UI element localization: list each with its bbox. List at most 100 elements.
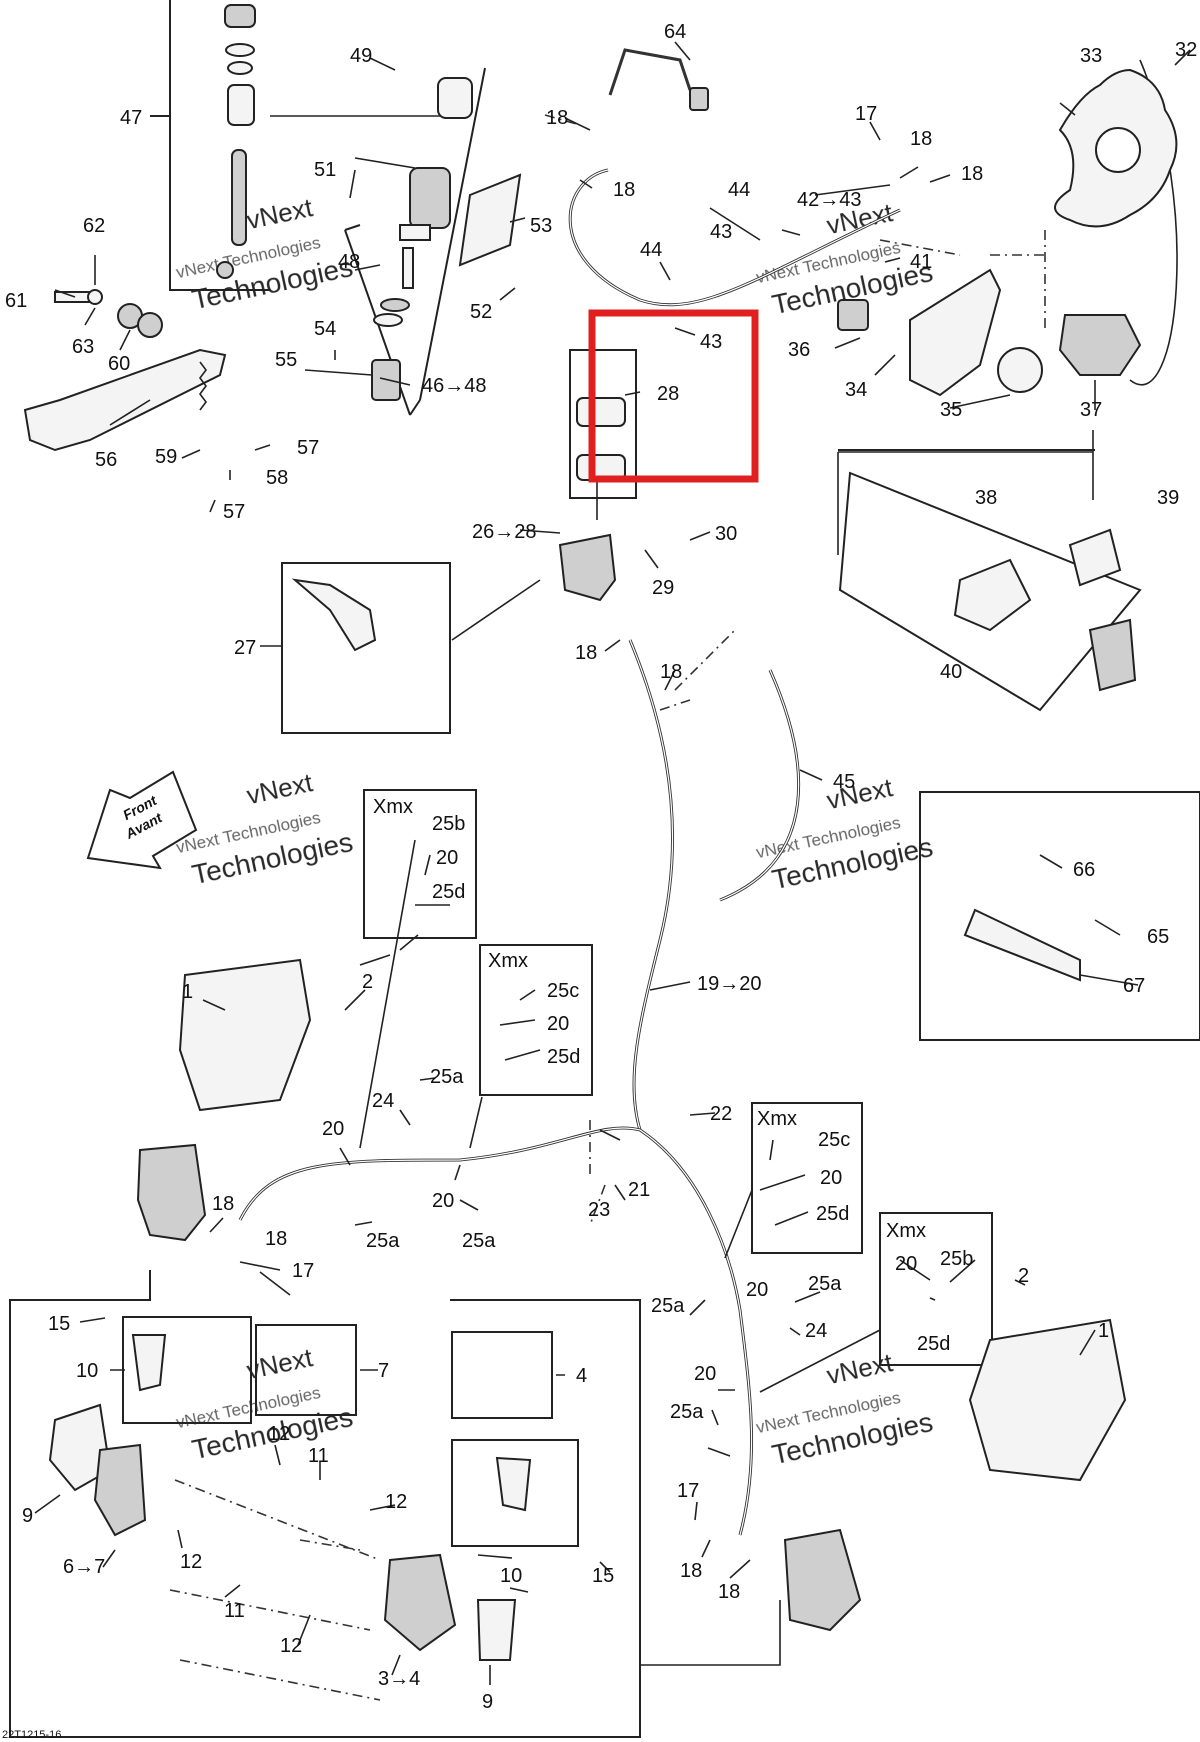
callout-44a: 44: [728, 179, 750, 201]
callout-48: 48: [338, 251, 360, 273]
brake-disc-32: [1054, 68, 1178, 228]
callout-22: 22: [710, 1103, 732, 1125]
callout-18c: 18: [910, 128, 932, 150]
callout-18h: 18: [265, 1228, 287, 1250]
callout-18b: 18: [613, 179, 635, 201]
xmx-box-3: [751, 1102, 863, 1254]
caliper-bracket-40: [953, 558, 1032, 632]
callout-12b: 12: [385, 1491, 407, 1513]
callout-42-43: 42→43: [797, 189, 862, 211]
callout-51: 51: [314, 159, 336, 181]
callout-3-4: 3→4: [378, 1668, 420, 1690]
callout-67: 67: [1123, 975, 1145, 997]
xmx-box-1: [363, 789, 477, 939]
callout-10a: 10: [76, 1360, 98, 1382]
xmx3-25c: 25c: [818, 1129, 850, 1151]
callout-59: 59: [155, 446, 177, 468]
front-master-cylinder-26: [558, 533, 617, 602]
pin-box-4: [451, 1331, 553, 1419]
callout-20b: 20: [432, 1190, 454, 1212]
callout-46-48: 46→48: [422, 375, 487, 397]
callout-32: 32: [1175, 39, 1197, 61]
brake-pedal-56: [23, 348, 227, 452]
callout-21: 21: [628, 1179, 650, 1201]
callout-55: 55: [275, 349, 297, 371]
callout-20a: 20: [322, 1118, 344, 1140]
callout-18a: 18: [546, 107, 568, 129]
callout-18i: 18: [680, 1560, 702, 1582]
xmx4-20: 20: [895, 1253, 917, 1275]
rail-67: [963, 908, 1081, 982]
watermark-line1: vNext: [244, 767, 316, 810]
front-arrow-icon: Front Avant: [86, 770, 198, 870]
callout-57a: 57: [297, 437, 319, 459]
xmx-box-2: [479, 944, 593, 1096]
callout-12c: 12: [180, 1551, 202, 1573]
xmx1-25b: 25b: [432, 813, 465, 835]
front-caliper-left-frame: [9, 1270, 641, 1738]
callout-25a-4: 25a: [651, 1295, 685, 1317]
callout-20d: 20: [694, 1363, 716, 1385]
xmx1-25d: 25d: [432, 881, 465, 903]
hose-19: [628, 639, 674, 1131]
parts: Front Avant: [23, 4, 1178, 1661]
xmx2-25d: 25d: [547, 1046, 580, 1068]
callout-54: 54: [314, 318, 336, 340]
callout-12d: 12: [280, 1635, 302, 1657]
rear-caliper-right: [783, 1528, 862, 1632]
callout-labels: 64 49 47 51 53 48 52 62 61 63 60 54 55 4…: [5, 21, 1197, 1713]
pushrod-48: [371, 247, 414, 401]
callout-18d: 18: [961, 163, 983, 185]
callout-64: 64: [664, 21, 686, 43]
callout-11b: 11: [224, 1600, 245, 1622]
figure-code: 22T1215-16: [2, 1729, 61, 1741]
xmx3-20: 20: [820, 1167, 842, 1189]
callout-30: 30: [715, 523, 737, 545]
xmx4-25d: 25d: [917, 1333, 950, 1355]
group-27-frame: [281, 562, 451, 734]
xmx2-title: Xmx: [488, 950, 528, 972]
callout-24a: 24: [372, 1090, 394, 1112]
callout-56: 56: [95, 449, 117, 471]
callout-17c: 17: [677, 1480, 699, 1502]
pad-36: [837, 299, 869, 331]
xmx3-title: Xmx: [757, 1108, 797, 1130]
callout-61: 61: [5, 290, 27, 312]
spring-59: [199, 361, 207, 411]
callout-45: 45: [833, 771, 855, 793]
callout-65: 65: [1147, 926, 1169, 948]
front-caliper-left-join: [640, 1600, 781, 1666]
watermark-line1: vNext: [244, 1342, 316, 1385]
callout-1b: 1: [1098, 1320, 1109, 1342]
callout-38: 38: [975, 487, 997, 509]
callout-43a: 43: [710, 221, 732, 243]
leader-arrows: [359, 59, 1178, 1393]
callout-15a: 15: [48, 1313, 70, 1335]
callout-9a: 9: [22, 1505, 33, 1527]
callout-23: 23: [588, 1199, 610, 1221]
callout-27: 27: [234, 637, 256, 659]
group-47-frame: [150, 0, 270, 291]
group-38-40-top: [837, 451, 1094, 555]
bracket-34: [909, 268, 1002, 397]
callout-2b: 2: [1018, 1265, 1029, 1287]
cover-28: [576, 397, 626, 427]
hose-64: [608, 48, 692, 96]
callout-1a: 1: [182, 981, 193, 1003]
callout-40: 40: [940, 661, 962, 683]
callout-57b: 57: [223, 501, 245, 523]
group-38-40-outline: [838, 471, 1142, 712]
master-cylinder-51: [399, 77, 473, 241]
callout-2a: 2: [362, 971, 373, 993]
callout-leaders: [34, 41, 1191, 1685]
callout-29: 29: [652, 577, 674, 599]
gasket-1-right: [968, 1318, 1127, 1482]
reservoir-47: [216, 4, 256, 279]
callout-25a-1: 25a: [430, 1066, 464, 1088]
sensor-64: [689, 87, 709, 111]
callout-4: 4: [576, 1365, 587, 1387]
gasket-1-left: [178, 958, 312, 1112]
xmx1-20: 20: [436, 847, 458, 869]
callout-60: 60: [108, 353, 130, 375]
rear-caliper-37: [1058, 314, 1142, 376]
